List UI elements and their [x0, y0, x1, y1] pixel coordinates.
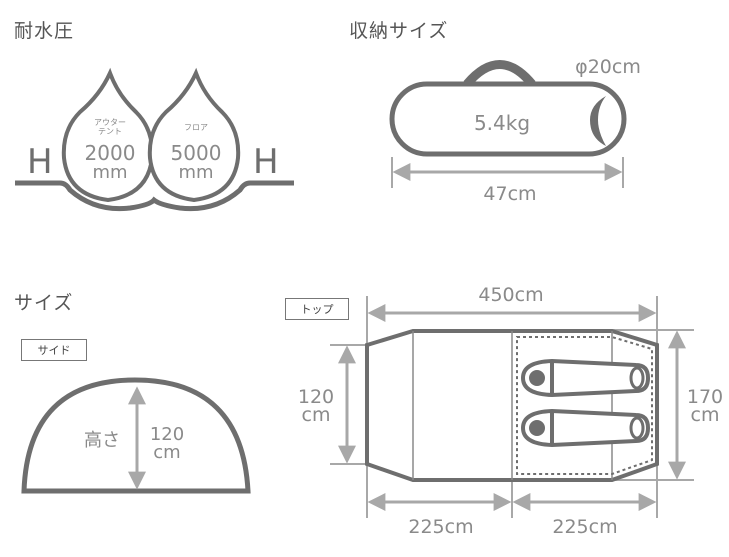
top-view-diagram: 450cm 120 cm 170 cm 225cm 225cm: [298, 284, 723, 538]
rear-section-label: 225cm: [552, 516, 617, 538]
front-width-value: 120: [298, 386, 334, 408]
bag-handle-icon: [463, 60, 536, 88]
outer-tent-value: 2000: [85, 141, 136, 165]
h-left-label: H: [27, 142, 53, 182]
floor-value: 5000: [171, 141, 222, 165]
water-pressure-diagram: H H アウター テント 2000 mm フロア 5000 mm: [15, 67, 294, 212]
rear-width-unit: cm: [691, 404, 720, 426]
front-section-label: 225cm: [408, 516, 473, 538]
floor-label: フロア: [184, 123, 208, 132]
side-view-tag: サイド: [21, 339, 87, 361]
outer-tent-label-1: アウター: [94, 118, 126, 127]
bag-length: 47cm: [483, 183, 536, 205]
storage-bag-diagram: 5.4kg φ20cm 47cm: [389, 56, 641, 205]
top-view-tag: トップ: [285, 298, 349, 320]
floor-unit: mm: [178, 162, 213, 183]
outer-tent-unit: mm: [92, 162, 127, 183]
height-unit: cm: [153, 442, 180, 463]
height-value: 120: [150, 424, 184, 445]
sleeping-bag-icon-2: [520, 408, 651, 448]
storage-size-heading: 収納サイズ: [349, 20, 449, 42]
drop-icon-floor: [147, 67, 241, 203]
bag-diameter: φ20cm: [575, 56, 641, 78]
drop-icon-outer-tent: [61, 67, 155, 203]
rear-width-value: 170: [687, 386, 723, 408]
inner-tent-outline: [516, 336, 653, 475]
bag-weight: 5.4kg: [474, 111, 530, 135]
h-right-label: H: [253, 142, 279, 182]
size-heading: サイズ: [14, 292, 74, 314]
total-length-label: 450cm: [478, 284, 543, 306]
side-view-diagram: 高さ 120 cm: [21, 377, 251, 494]
water-pressure-heading: 耐水圧: [14, 20, 75, 42]
outer-tent-label-2: テント: [98, 127, 122, 136]
ground-line: [15, 180, 294, 212]
sleeping-bag-icon-1: [520, 358, 651, 398]
bag-end-opening-icon: [590, 96, 606, 146]
front-width-unit: cm: [302, 404, 331, 426]
bag-body: [389, 81, 627, 157]
height-label: 高さ: [84, 430, 120, 451]
